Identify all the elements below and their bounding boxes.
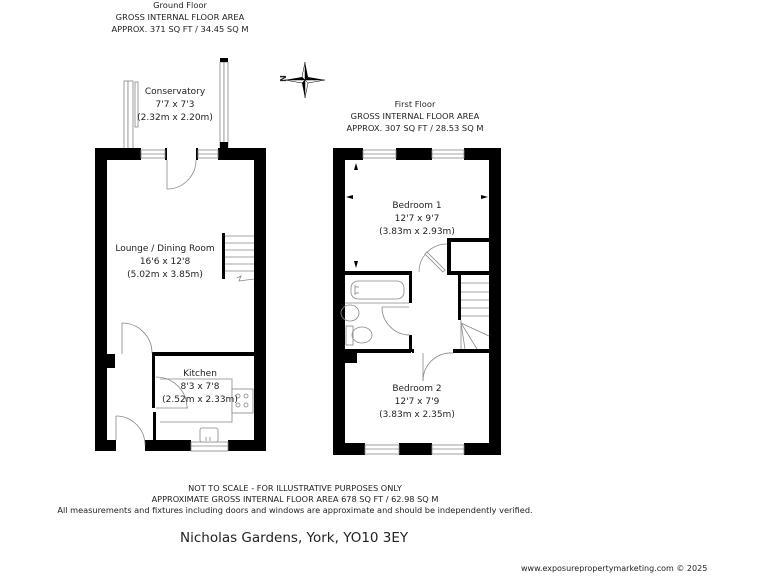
ground-floor-title: Ground Floor — [153, 0, 207, 10]
first-floor-area-label: GROSS INTERNAL FLOOR AREA — [350, 111, 480, 121]
footer-note: All measurements and fixtures including … — [57, 505, 533, 515]
bathroom-fixtures — [340, 280, 411, 346]
ground-floor-plan — [95, 58, 266, 452]
room-name: Kitchen — [183, 369, 217, 379]
room-name: Lounge / Dining Room — [115, 244, 215, 254]
room-dimensions-metric: (2.32m x 2.20m) — [137, 113, 213, 123]
ground-floor-windows — [140, 149, 229, 452]
first-floor-doors — [418, 243, 454, 382]
ceiling-height-markers — [346, 163, 488, 268]
room-dimensions-imperial: 8'3 x 7'8 — [180, 382, 220, 392]
room-name: Bedroom 1 — [392, 201, 442, 211]
ground-floor-walls — [95, 148, 266, 451]
first-floor-windows — [362, 149, 465, 455]
conservatory-post — [220, 142, 228, 149]
room-dimensions-metric: (2.52m x 2.33m) — [162, 395, 238, 405]
room-dimensions-imperial: 7'7 x 7'3 — [155, 100, 195, 110]
room-name: Bedroom 2 — [392, 384, 442, 394]
room-label-bedroom-1: Bedroom 1 12'7 x 9'7 (3.83m x 2.93m) — [379, 200, 455, 239]
footer-total-area: APPROXIMATE GROSS INTERNAL FLOOR AREA 67… — [151, 494, 439, 504]
room-dimensions-imperial: 12'7 x 9'7 — [394, 214, 440, 224]
room-label-conservatory: Conservatory 7'7 x 7'3 (2.32m x 2.20m) — [137, 86, 213, 125]
first-floor-stairs — [460, 282, 490, 350]
first-floor-area-value: APPROX. 307 SQ FT / 28.53 SQ M — [346, 123, 484, 133]
room-dimensions-metric: (3.83m x 2.35m) — [379, 410, 455, 420]
first-floor-walls — [333, 148, 501, 455]
room-label-lounge-dining: Lounge / Dining Room 16'6 x 12'8 (5.02m … — [115, 243, 214, 282]
compass-rose-icon — [284, 61, 326, 99]
room-dimensions-imperial: 12'7 x 7'9 — [394, 397, 440, 407]
room-dimensions-imperial: 16'6 x 12'8 — [139, 257, 191, 267]
kitchen-fixtures — [160, 378, 254, 443]
ground-floor-area-label: GROSS INTERNAL FLOOR AREA — [115, 12, 245, 22]
room-dimensions-metric: (3.83m x 2.93m) — [379, 227, 455, 237]
compass-north-label: N — [278, 75, 288, 82]
ground-floor-stairs — [225, 235, 255, 282]
footer-disclaimer: NOT TO SCALE - FOR ILLUSTRATIVE PURPOSES… — [188, 483, 402, 493]
room-name: Conservatory — [144, 87, 206, 97]
first-floor-header: First Floor GROSS INTERNAL FLOOR AREA AP… — [330, 98, 500, 134]
room-label-kitchen: Kitchen 8'3 x 7'8 (2.52m x 2.33m) — [162, 368, 238, 407]
first-floor-plan — [333, 148, 501, 455]
first-floor-title: First Floor — [394, 99, 436, 109]
room-label-bedroom-2: Bedroom 2 12'7 x 7'9 (3.83m x 2.35m) — [379, 383, 455, 422]
property-address: Nicholas Gardens, York, YO10 3EY — [180, 530, 409, 546]
conservatory-post — [220, 58, 228, 62]
credit-link[interactable]: www.exposurepropertymarketing.com © 2025 — [521, 564, 708, 573]
ground-floor-area-value: APPROX. 371 SQ FT / 34.45 SQ M — [111, 24, 249, 34]
room-dimensions-metric: (5.02m x 3.85m) — [127, 270, 203, 280]
ground-floor-doors — [115, 159, 197, 446]
ground-floor-header: Ground Floor GROSS INTERNAL FLOOR AREA A… — [80, 0, 280, 35]
